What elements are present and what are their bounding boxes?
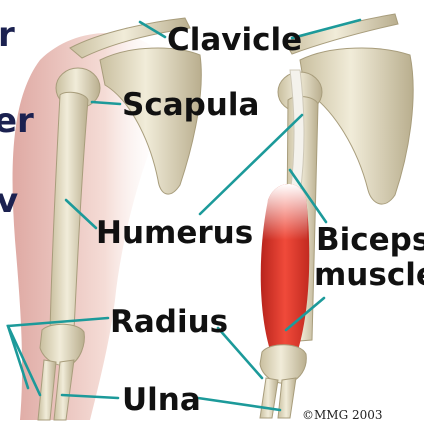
muscle-label: muscle	[314, 257, 424, 293]
cut-off-text-top: r	[0, 15, 15, 55]
right-ulna-bone	[278, 378, 296, 418]
biceps-muscle-fade	[262, 184, 308, 240]
right-elbow-joint	[260, 345, 306, 384]
radius-label: Radius	[110, 304, 228, 340]
humerus-label: Humerus	[96, 215, 253, 251]
biceps-label: Biceps	[316, 222, 424, 258]
clavicle-label: Clavicle	[167, 22, 302, 58]
right-radius-bone	[260, 378, 278, 418]
scapula-label: Scapula	[122, 87, 259, 123]
cut-off-text-lower: v	[0, 181, 18, 221]
copyright-text: ©MMG 2003	[302, 408, 383, 422]
ulna-label: Ulna	[122, 382, 201, 418]
cut-off-text-middle: er	[0, 101, 34, 141]
